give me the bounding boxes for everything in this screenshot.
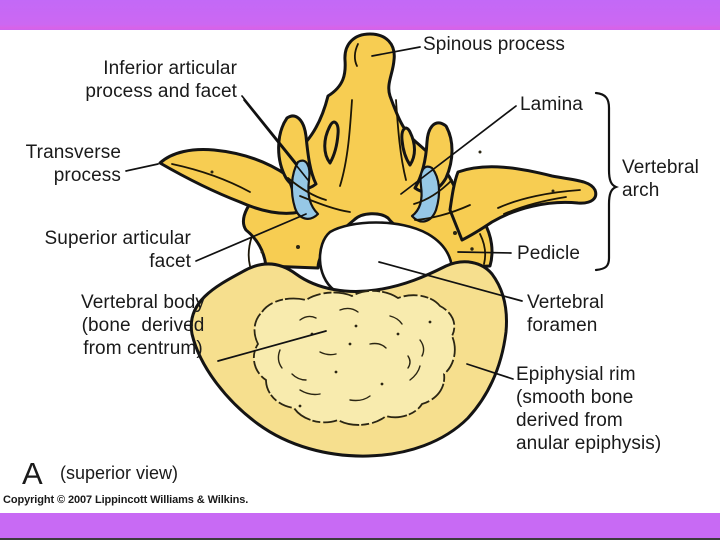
label-spinous-process: Spinous process	[423, 34, 565, 55]
centrum-texture	[252, 290, 456, 426]
label-epiphysial-rim: Epiphysial rim (smooth bone derived from…	[516, 364, 662, 454]
top-banner	[0, 0, 720, 30]
label-vertebral-body: Vertebral body (bone derived from centru…	[81, 292, 205, 359]
copyright-text: Copyright © 2007 Lippincott Williams & W…	[3, 494, 249, 506]
right-articular-facet-shape	[410, 165, 441, 223]
leader-lines	[125, 46, 523, 380]
right-transverse-process-shape	[448, 165, 598, 242]
bottom-banner	[0, 513, 720, 540]
label-superior-articular-facet: Superior articular facet	[44, 228, 191, 272]
bone-creases	[171, 43, 581, 267]
view-label: (superior view)	[60, 463, 179, 483]
label-inferior-articular: Inferior articular process and facet	[85, 58, 237, 102]
panel-letter: A	[22, 456, 43, 491]
vertebral-arch-brace	[594, 91, 619, 272]
label-transverse-process: Transverse process	[25, 142, 121, 186]
label-lamina: Lamina	[520, 94, 583, 115]
label-vertebral-foramen: Vertebral foramen	[527, 292, 604, 336]
label-vertebral-arch: Vertebral arch	[622, 157, 699, 201]
label-pedicle: Pedicle	[517, 243, 581, 264]
